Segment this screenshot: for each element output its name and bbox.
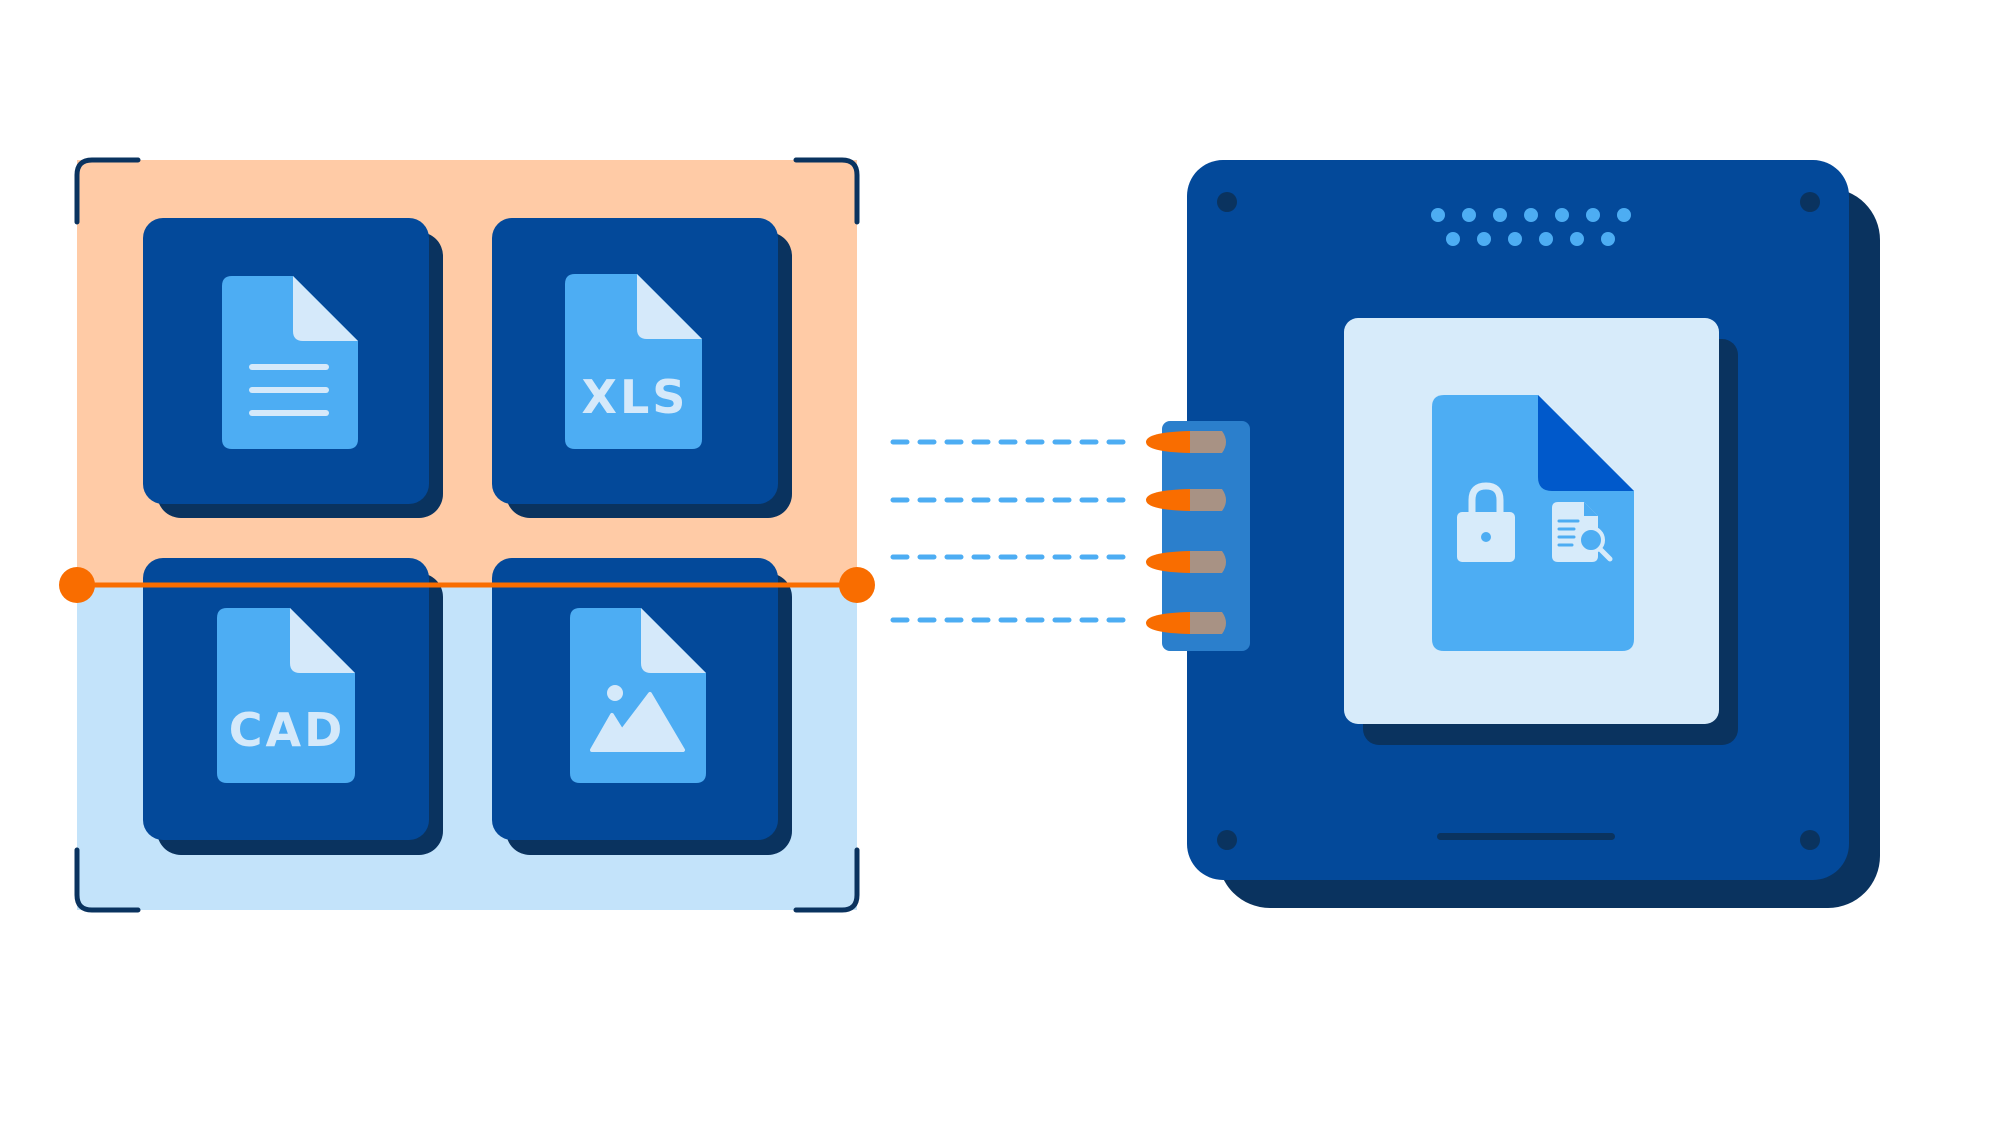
connector-plug [1146,612,1226,634]
connector-plug [1146,489,1226,511]
scan-frame-corners [74,157,860,913]
secure-device [1146,160,1880,908]
corner-top-left [74,157,141,225]
file-fold [641,608,706,673]
mountain-shape [590,692,685,752]
file-tile-image [492,558,792,855]
file-type-label: CAD [229,703,346,757]
screw [1217,192,1237,212]
file-fold [290,608,355,673]
file-scan-panel: XLS CAD [59,157,875,913]
file-fold [293,276,358,341]
scan-line-handle-left [59,567,95,603]
corner-top-right [793,157,860,225]
screws [1217,192,1820,850]
device-slot [1437,833,1615,840]
connector-plug [1146,431,1226,453]
screw [1800,192,1820,212]
file-tile-document [143,218,443,518]
cad-file-icon: CAD [217,608,355,783]
scan-line [59,567,875,603]
file-type-label: XLS [582,370,689,424]
screw [1800,830,1820,850]
text-lines [249,364,329,416]
lock-icon [1457,482,1515,562]
speaker-grille [1431,208,1631,246]
device-port [1162,421,1250,651]
file-fold [637,274,702,339]
sun-shape [607,685,623,701]
document-icon [222,276,358,449]
corner-bottom-right [793,847,860,913]
document-search-icon [1552,502,1613,562]
data-connections [890,439,1128,623]
file-fold [1538,395,1634,491]
file-tile-cad: CAD [143,558,443,855]
scan-line-handle-right [839,567,875,603]
screw [1217,830,1237,850]
connector-plugs [1146,431,1226,634]
file-tile-xls: XLS [492,218,792,518]
spreadsheet-icon: XLS [565,274,702,449]
corner-bottom-left [74,847,141,913]
secure-document-icon [1432,395,1634,651]
image-file-icon [570,608,706,783]
connector-plug [1146,551,1226,573]
